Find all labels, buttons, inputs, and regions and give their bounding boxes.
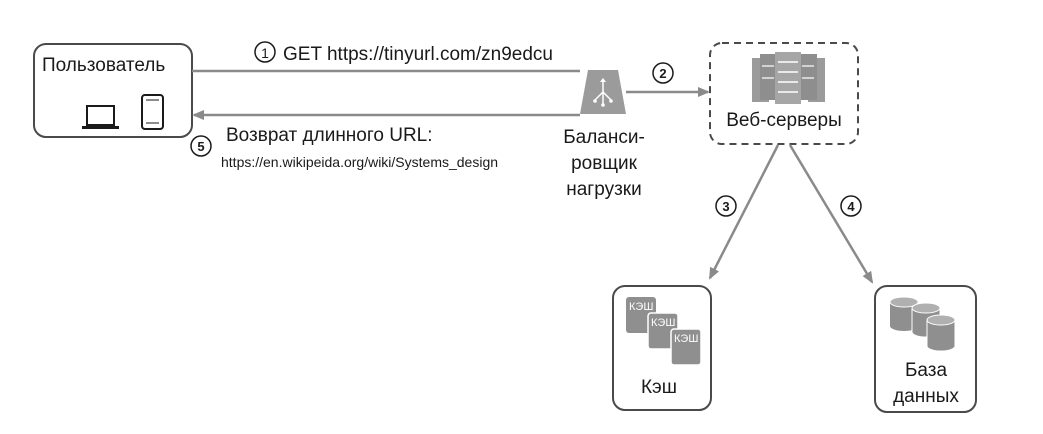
load-balancer-label: Баланси- ровщик нагрузки [563, 127, 645, 200]
step-5-text: Возврат длинного URL: [226, 125, 433, 146]
database-label-line1: База [905, 360, 948, 381]
svg-text:1: 1 [261, 45, 269, 61]
step-5-badge: 5 [190, 135, 212, 157]
web-servers-node: Веб-серверы [709, 42, 859, 145]
web-to-db-arrow [788, 144, 874, 284]
step-2-badge: 2 [652, 62, 674, 84]
database-node: База данных [874, 285, 977, 413]
step-3-badge: 3 [715, 195, 737, 217]
svg-text:КЭШ: КЭШ [651, 317, 675, 329]
user-label: Пользователь [42, 55, 165, 76]
svg-text:нагрузки: нагрузки [566, 179, 641, 200]
step-5-url: https://en.wikipeida.org/wiki/Systems_de… [221, 154, 498, 170]
phone-icon [141, 94, 164, 130]
load-balancer-icon [580, 70, 626, 114]
web-servers-label: Веб-серверы [726, 110, 842, 131]
svg-text:КЭШ: КЭШ [629, 301, 653, 313]
step-1-badge: 1 [254, 41, 276, 63]
svg-text:КЭШ: КЭШ [674, 333, 698, 345]
web-to-cache-arrow [708, 144, 780, 280]
laptop-icon [82, 105, 119, 129]
cache-icon: КЭШ КЭШ КЭШ [626, 297, 702, 366]
server-icon [752, 52, 825, 104]
svg-text:Баланси-: Баланси- [563, 127, 645, 148]
cache-node: КЭШ КЭШ КЭШ Кэш [612, 285, 712, 411]
svg-text:3: 3 [722, 199, 729, 214]
step-1-text: GET https://tinyurl.com/zn9edcu [283, 44, 553, 65]
step-4-badge: 4 [840, 195, 862, 217]
cache-label: Кэш [641, 377, 677, 398]
svg-text:4: 4 [847, 199, 855, 214]
user-node: Пользователь [33, 43, 193, 138]
database-label-line2: данных [893, 386, 959, 407]
svg-text:2: 2 [659, 66, 666, 81]
svg-text:5: 5 [197, 139, 204, 154]
database-icon [889, 296, 956, 352]
svg-text:ровщик: ровщик [571, 153, 637, 174]
